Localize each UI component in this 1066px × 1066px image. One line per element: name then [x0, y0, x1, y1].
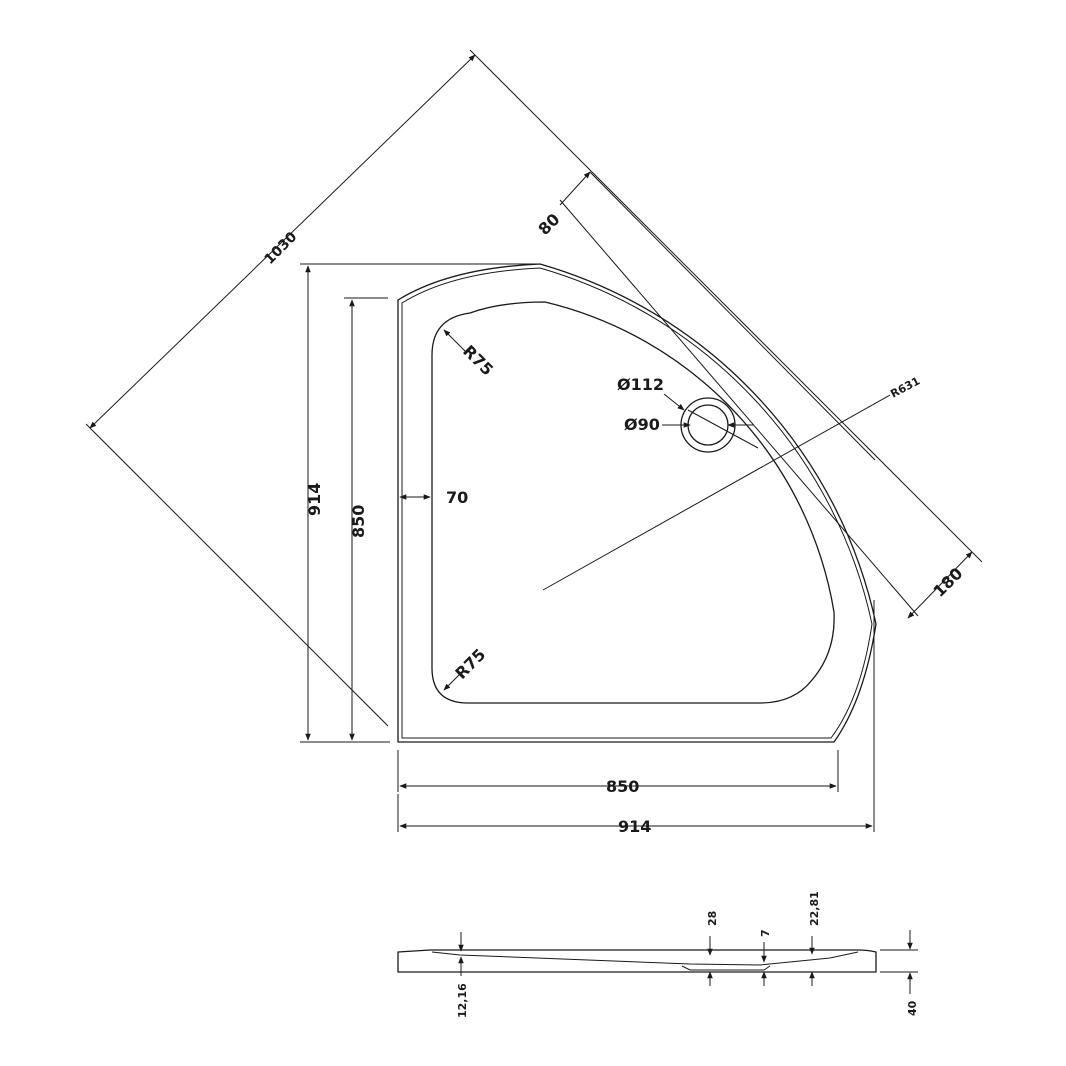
- dim-80-line: [559, 171, 591, 206]
- waste-centre-line-b: [687, 409, 759, 449]
- section-slope-top: [431, 951, 859, 966]
- section-view: 12,16 28 7 22,81 40: [397, 891, 919, 1018]
- dim-850h-label: 850: [606, 777, 639, 796]
- waste-inner-ring: [687, 404, 729, 446]
- dim-1216-label: 12,16: [456, 983, 469, 1018]
- dim-80-ext: [589, 171, 876, 461]
- dim-40-label: 40: [906, 1000, 919, 1016]
- dim-914v-label: 914: [305, 483, 324, 516]
- dim-180-line: [907, 551, 973, 619]
- section-waste-recess: [681, 965, 771, 971]
- section-profile: [397, 949, 877, 973]
- plan-view: R631 Ø112 Ø90 1030 80 180 R75 R75 70: [85, 49, 983, 836]
- dim-80-label: 80: [534, 210, 563, 239]
- dim-1030-line: [89, 54, 476, 429]
- waste-outer-label: Ø112: [617, 375, 664, 394]
- tray-outer-outline: [397, 263, 877, 743]
- dim-1030-ext-right: [469, 49, 983, 563]
- dim-914h-label: 914: [618, 817, 651, 836]
- waste-inner-label: Ø90: [624, 415, 660, 434]
- basin-outline: [431, 301, 835, 704]
- r75-top-label: R75: [459, 341, 497, 379]
- r75-bottom-leader: [443, 671, 463, 691]
- dim-28-label: 28: [706, 911, 719, 926]
- tray-rim-line: [401, 267, 873, 739]
- dim-7-label: 7: [759, 929, 772, 937]
- dim-2281-label: 22,81: [808, 891, 821, 926]
- dim-180-label: 180: [929, 564, 966, 601]
- waste-centre-line: [559, 199, 919, 617]
- dim-1030-ext-left: [85, 423, 389, 727]
- r75-top-leader: [443, 329, 467, 353]
- dim-1030-label: 1030: [262, 229, 301, 268]
- dim-850v-label: 850: [349, 505, 368, 538]
- r631-leader: [542, 394, 891, 591]
- r631-label: R631: [888, 374, 922, 400]
- waste-outer-leader: [663, 393, 685, 411]
- dim-70-label: 70: [446, 488, 468, 507]
